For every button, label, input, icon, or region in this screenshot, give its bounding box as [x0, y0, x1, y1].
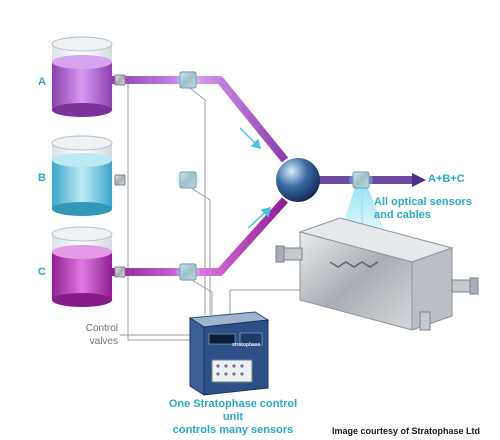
device-brand-label: stratophase [232, 342, 261, 348]
pipe-a [110, 76, 289, 163]
image-credit: Image courtesy of Stratophase Ltd [332, 426, 481, 436]
tank-a-label: A [38, 76, 46, 88]
pipe-c [110, 197, 288, 276]
sensor-c-icon [176, 263, 200, 281]
valves-label-line-1: Control [85, 323, 118, 334]
output-mix-label: A+B+C [428, 173, 465, 185]
control-unit [188, 311, 270, 396]
mixing-chamber [276, 158, 320, 202]
control-unit-label-line-2: controls many sensors [172, 424, 294, 436]
sensors-label: All optical sensors and cables [374, 196, 472, 222]
tank-b-label: B [38, 172, 46, 184]
tank-a [51, 36, 113, 117]
valve-c-icon [114, 266, 126, 278]
sensor-b-icon [176, 171, 200, 189]
output-arrow-icon [412, 173, 426, 187]
valves-label: Control valves [72, 322, 118, 348]
flow-arrows [239, 127, 272, 229]
valve-a-icon [114, 74, 126, 86]
control-unit-label-line-1: One Stratophase control unit [168, 398, 298, 423]
sensor-output-icon [349, 171, 373, 189]
sensors-label-line-1: All optical sensors [374, 196, 472, 208]
sensor-a-icon [176, 71, 200, 89]
control-valves [114, 74, 126, 278]
optical-sensor-module [275, 217, 479, 331]
tank-b [51, 135, 113, 216]
tank-c-label: C [38, 266, 46, 278]
tank-c [51, 226, 113, 307]
inline-sensors [176, 71, 373, 281]
sensor-cables [120, 82, 363, 341]
sensors-label-line-2: and cables [374, 209, 431, 221]
control-unit-label: One Stratophase control unit controls ma… [158, 398, 308, 437]
valve-b-icon [114, 174, 126, 186]
valves-label-line-2: valves [89, 336, 118, 347]
